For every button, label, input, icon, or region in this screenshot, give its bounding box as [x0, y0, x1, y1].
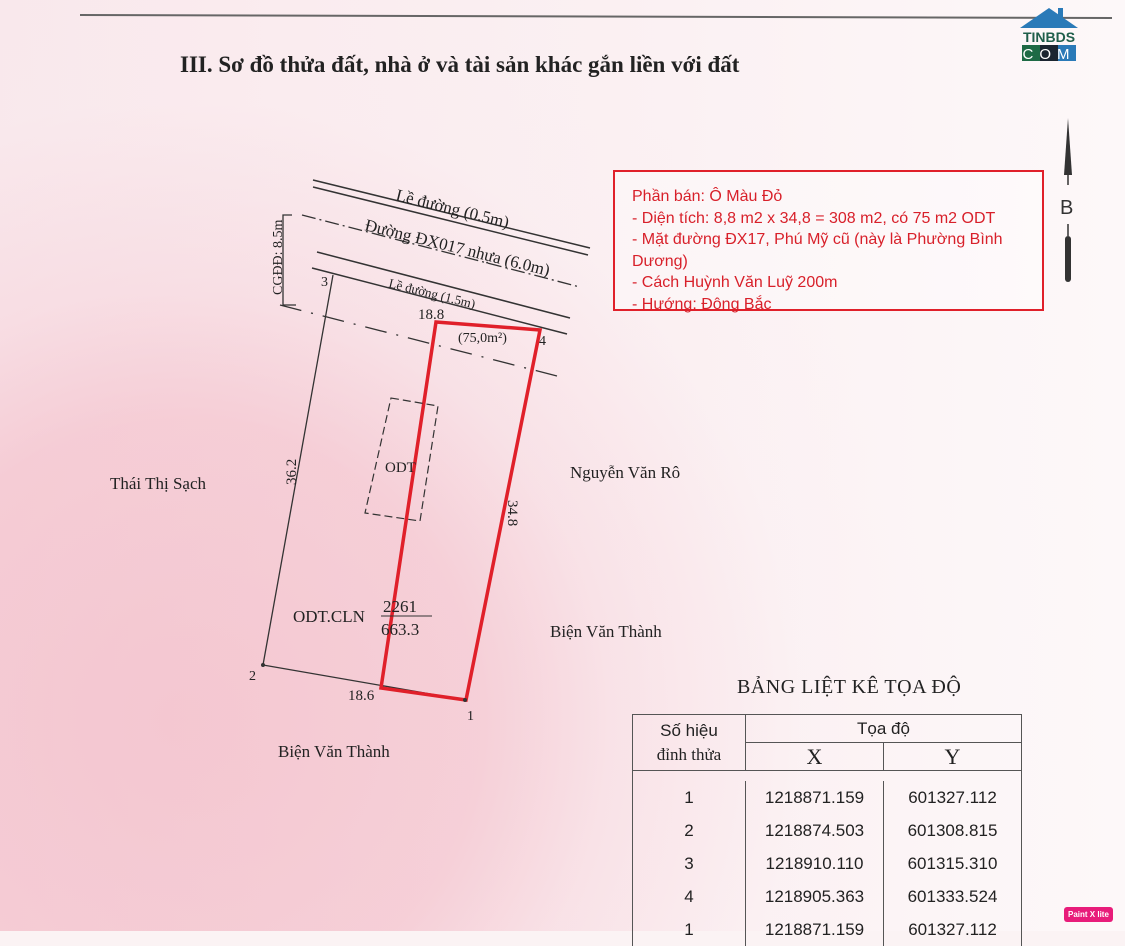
- coordinate-table-title: BẢNG LIỆT KÊ TỌA ĐỘ: [737, 676, 962, 698]
- note-line: - Cách Huỳnh Văn Luỹ 200m: [632, 274, 838, 291]
- odt-label: ODT: [385, 460, 416, 476]
- neighbor-south: Biện Văn Thành: [278, 742, 390, 761]
- cgdd-label: CGĐĐ: 8.5m: [271, 219, 286, 295]
- parcel-area: 663.3: [381, 620, 419, 639]
- neighbor-west: Thái Thị Sạch: [110, 474, 206, 493]
- section-title: III. Sơ đồ thửa đất, nhà ở và tài sản kh…: [180, 52, 740, 77]
- odt-area-outline: [364, 397, 439, 522]
- road-edge-line: [316, 251, 571, 319]
- cgdd-arrow: [282, 214, 296, 306]
- point-1: 1: [467, 709, 474, 724]
- parcel-number: 2261: [383, 597, 417, 616]
- corridor-area-label: (75,0m²): [458, 331, 507, 346]
- point-3: 3: [321, 275, 328, 290]
- note-line: Phần bán: Ô Màu Đỏ: [632, 188, 783, 205]
- road-edge-line: [312, 186, 589, 256]
- tinbds-logo: TINBDS COM: [1018, 4, 1080, 63]
- neighbor-east-bottom: Biện Văn Thành: [550, 622, 662, 641]
- land-type-label: ODT.CLN: [293, 607, 365, 626]
- note-line: - Mặt đường ĐX17, Phú Mỹ cũ (này là Phườ…: [632, 231, 1003, 248]
- point-2: 2: [249, 669, 256, 684]
- top-border-line: [79, 14, 1113, 19]
- north-arrow-icon: [1064, 118, 1072, 282]
- north-label: B: [1060, 197, 1073, 219]
- header-x: X: [745, 742, 884, 771]
- note-line: - Diện tích: 8,8 m2 x 34,8 = 308 m2, có …: [632, 209, 996, 227]
- road-edge-line: [311, 267, 568, 335]
- right-length-label: 34.8: [504, 500, 520, 526]
- road-edge-line: [312, 179, 591, 249]
- header-coord: Tọa độ: [745, 714, 1022, 743]
- left-length-label: 36.2: [284, 459, 300, 485]
- neighbor-east-top: Nguyễn Văn Rô: [570, 463, 680, 482]
- road-edge-bottom-label: Lề đường (1.5m): [387, 275, 477, 311]
- bottom-length-label: 18.6: [348, 688, 375, 704]
- header-y: Y: [883, 742, 1022, 771]
- note-line: Dương): [632, 252, 688, 270]
- paint-x-lite-badge: Paint X lite: [1064, 907, 1113, 922]
- road-label: Đường ĐX017 nhựa (6.0m): [363, 215, 552, 279]
- sale-note-box: Phần bán: Ô Màu Đỏ - Diện tích: 8,8 m2 x…: [613, 170, 1044, 313]
- header-point: Số hiệu đỉnh thửa: [632, 714, 746, 771]
- svg-text:TINBDS: TINBDS: [1023, 29, 1075, 45]
- point-4: 4: [539, 334, 546, 349]
- corridor-line: [279, 304, 558, 377]
- note-line: - Hướng: Đông Bắc: [632, 295, 772, 313]
- road-edge-top-label: Lề đường (0.5m): [394, 185, 511, 231]
- svg-text:COM: COM: [1023, 46, 1076, 62]
- top-length-label: 18.8: [418, 307, 444, 323]
